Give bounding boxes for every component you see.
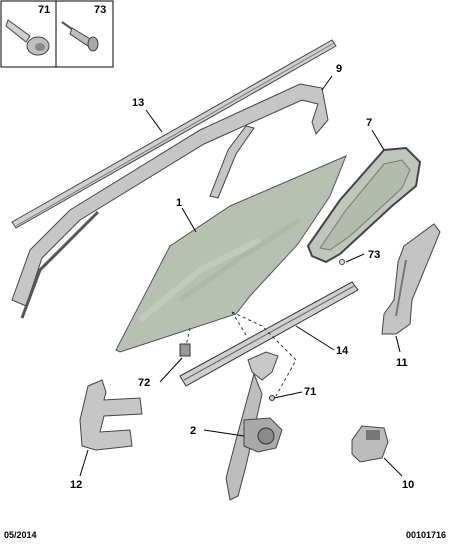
- callout-14: 14: [336, 345, 349, 357]
- part-1-window-glass: [115, 155, 347, 353]
- callout-11: 11: [396, 357, 408, 369]
- part-72-clip: [179, 343, 191, 357]
- callout-1: 1: [176, 197, 182, 209]
- fastener-inset: [0, 0, 114, 68]
- callout-71-inset: 71: [38, 4, 50, 16]
- assembly-guide-lines: [185, 311, 297, 397]
- callout-9: 9: [336, 63, 342, 75]
- screw-icon: [5, 19, 50, 56]
- callout-72: 72: [138, 377, 150, 389]
- callout-10: 10: [402, 479, 414, 491]
- callout-71: 71: [304, 386, 316, 398]
- rivet-icon: [61, 21, 99, 52]
- callout-12: 12: [70, 479, 82, 491]
- part-2-window-regulator: [225, 351, 283, 501]
- part-9-frame-seal: [11, 83, 329, 319]
- part-7-quarter-glass: [306, 146, 422, 265]
- part-13-weatherstrip: [11, 39, 337, 229]
- callout-13: 13: [132, 97, 144, 109]
- footer-date: 05/2014: [4, 530, 37, 540]
- footer-reference: 00101716: [405, 530, 446, 540]
- part-12-bracket: [79, 379, 143, 451]
- part-11-rear-guide: [381, 223, 441, 335]
- callout-73: 73: [368, 249, 380, 261]
- callout-73-inset: 73: [94, 4, 106, 16]
- part-10-switch: [351, 425, 389, 463]
- callout-2: 2: [190, 425, 196, 437]
- leader-lines: [79, 75, 403, 477]
- callout-7: 7: [366, 117, 372, 129]
